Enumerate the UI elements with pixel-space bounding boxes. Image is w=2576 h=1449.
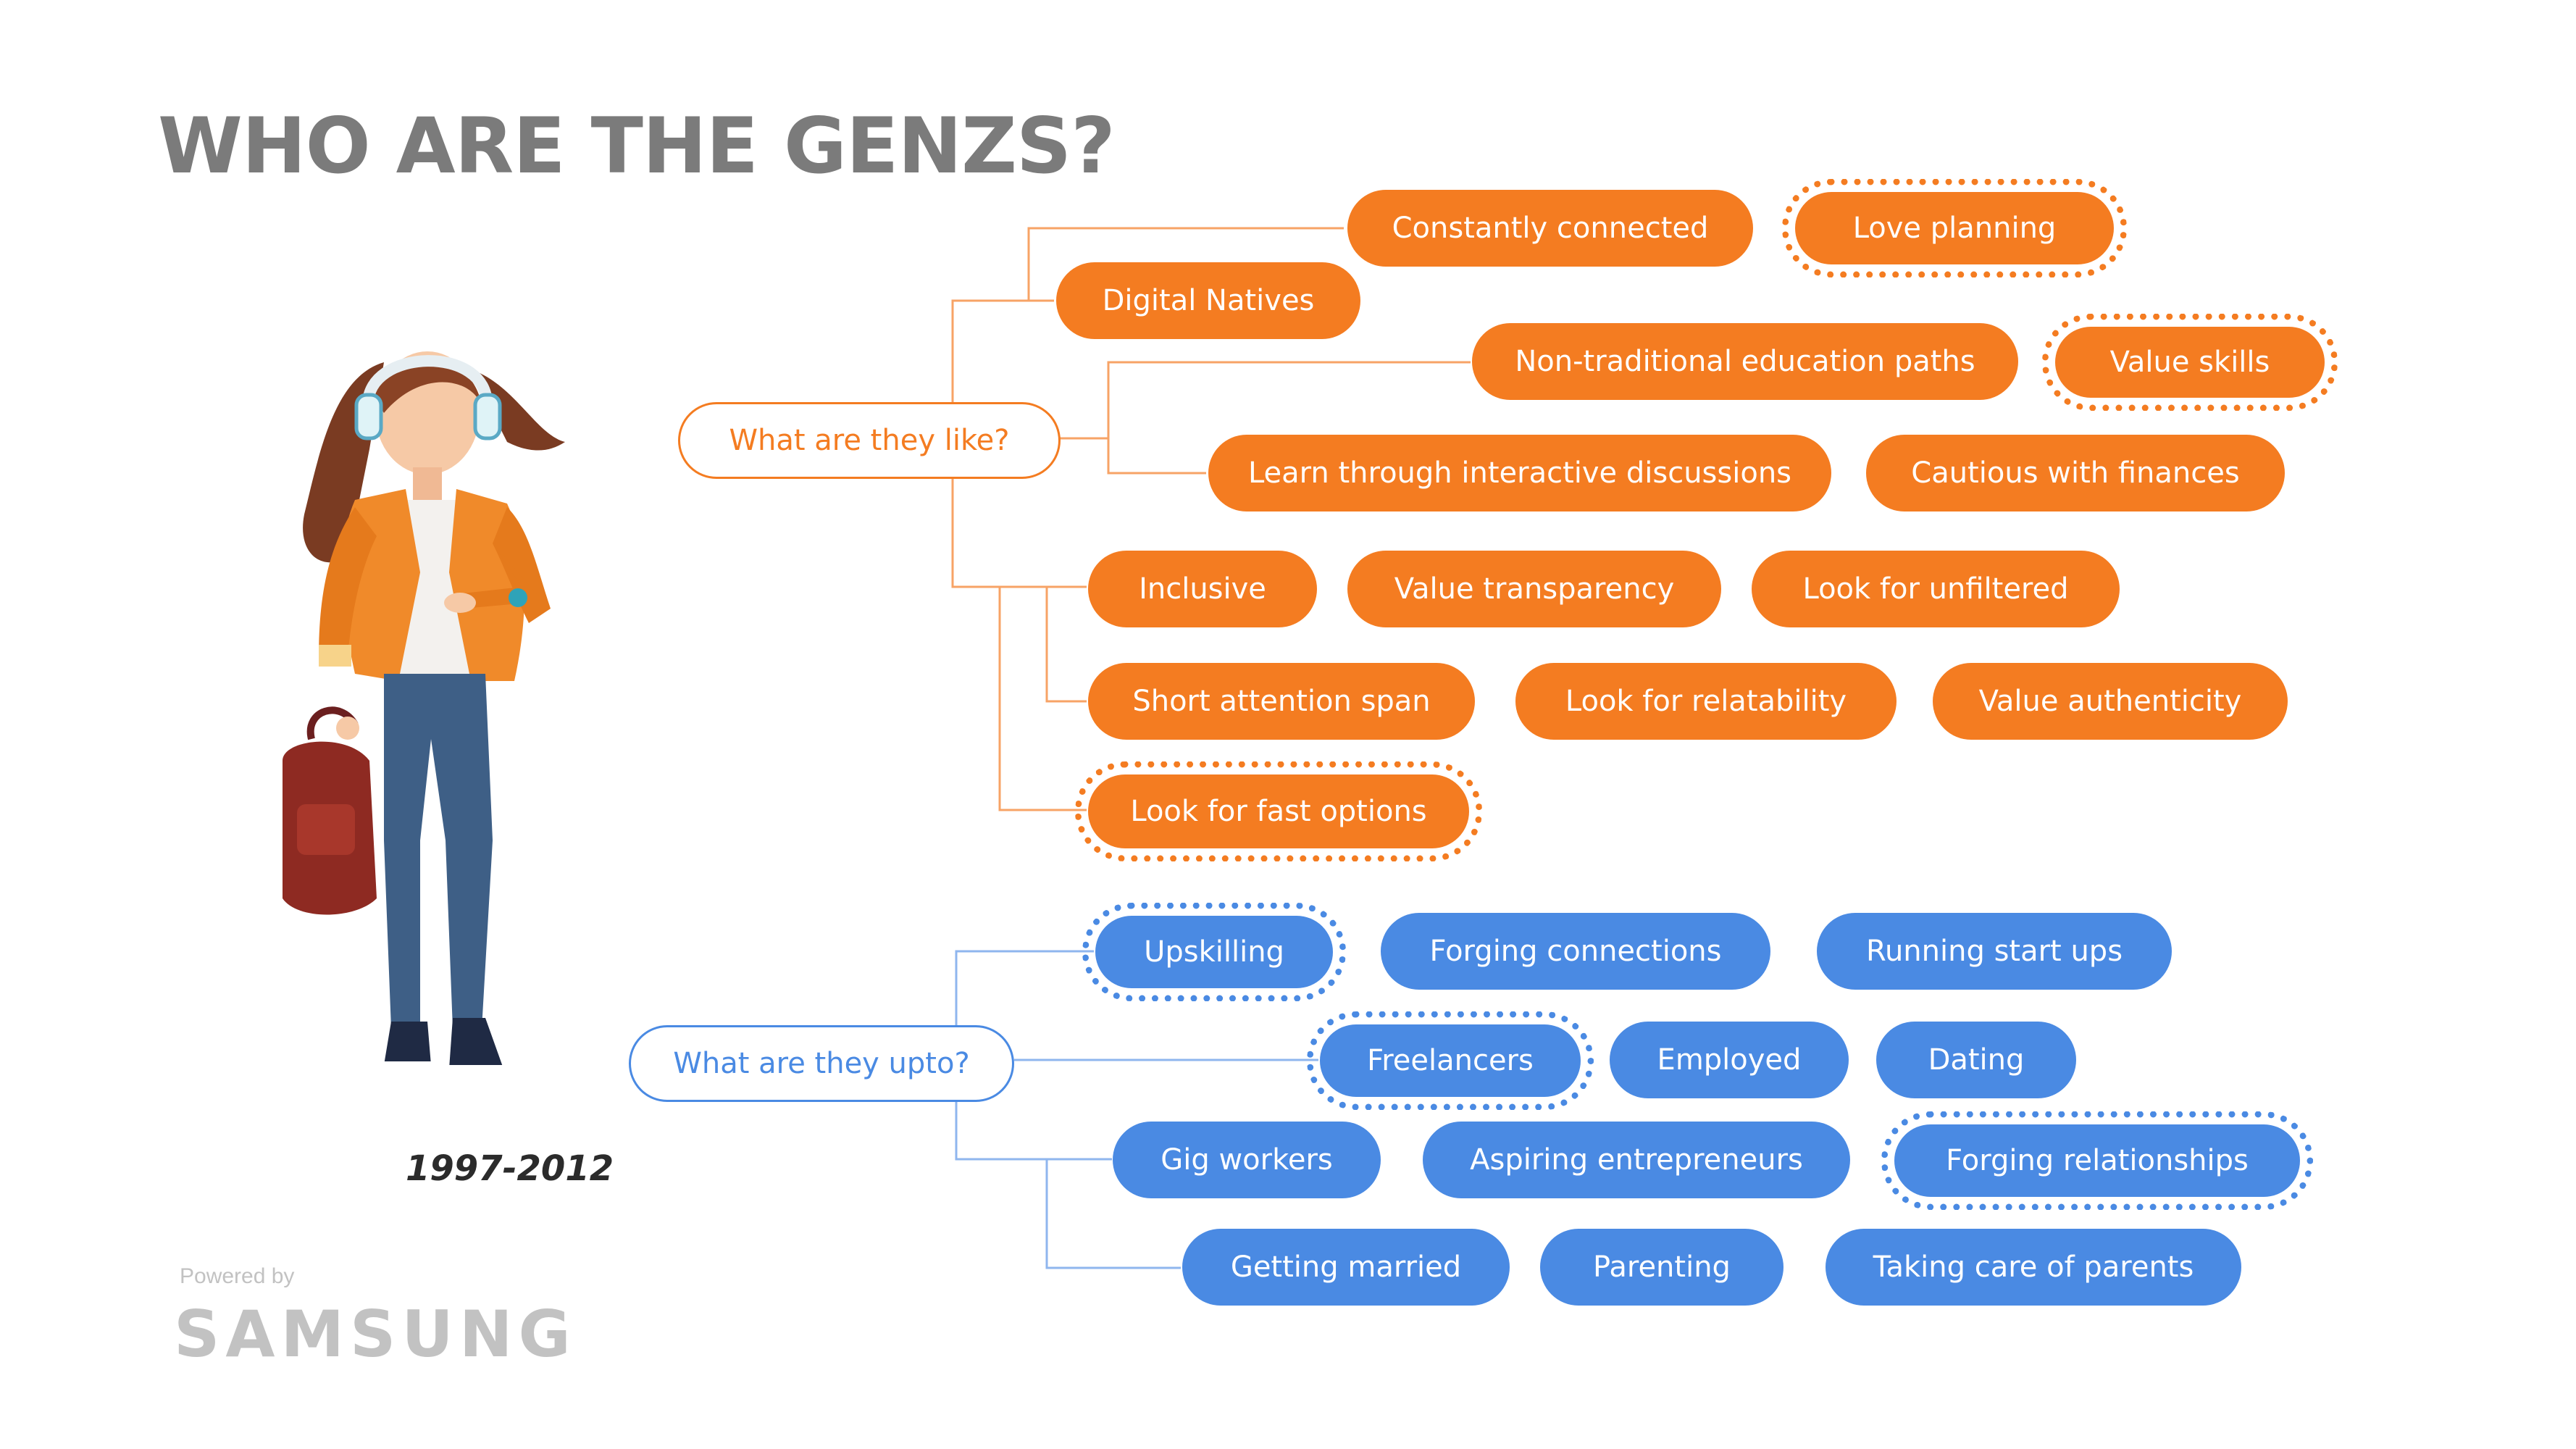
powered-by-label: Powered by [180, 1264, 295, 1288]
trait-pill: Value transparency [1347, 551, 1721, 627]
activity-pill: Taking care of parents [1826, 1229, 2241, 1306]
trait-pill: Non-traditional education paths [1472, 323, 2018, 400]
trait-pill: Inclusive [1088, 551, 1317, 627]
activity-pill: Dating [1876, 1022, 2076, 1098]
blue-connectors [955, 950, 1318, 1269]
activity-pill-highlighted: Forging relationships [1881, 1111, 2313, 1210]
trait-pill: Digital Natives [1056, 262, 1360, 339]
jeans-icon [384, 674, 493, 1029]
trait-pill: Learn through interactive discussions [1208, 435, 1831, 511]
birth-year-range: 1997-2012 [406, 1148, 614, 1189]
activity-pill: Employed [1610, 1022, 1849, 1098]
woman-illustration [283, 351, 565, 1074]
trait-pill-highlighted: Value skills [2042, 314, 2338, 411]
trait-pill-highlighted: Love planning [1782, 179, 2127, 277]
trait-pill: Short attention span [1088, 663, 1475, 740]
activity-pill-highlighted: Freelancers [1307, 1011, 1594, 1110]
hub-what-are-they-like: What are they like? [678, 402, 1061, 479]
trait-pill: Value authenticity [1933, 663, 2288, 740]
trait-pill-highlighted: Look for fast options [1075, 761, 1482, 861]
trait-pill: Cautious with finances [1866, 435, 2285, 511]
activity-pill: Gig workers [1113, 1122, 1381, 1198]
activity-pill: Running start ups [1817, 913, 2172, 990]
activity-pill: Aspiring entrepreneurs [1423, 1122, 1850, 1198]
activity-pill: Getting married [1182, 1229, 1510, 1306]
samsung-logo: SAMSUNG [174, 1297, 577, 1371]
activity-pill: Parenting [1540, 1229, 1783, 1306]
trait-pill: Look for relatability [1515, 663, 1897, 740]
page-title: WHO ARE THE GENZS? [158, 101, 1116, 191]
trait-pill: Look for unfiltered [1752, 551, 2120, 627]
trait-pill: Constantly connected [1347, 190, 1753, 267]
activity-pill: Forging connections [1381, 913, 1770, 990]
shoe-icon [384, 1022, 431, 1065]
hub-what-are-they-upto: What are they upto? [629, 1025, 1014, 1102]
headphones-icon [361, 355, 493, 406]
activity-pill-highlighted: Upskilling [1082, 903, 1346, 1001]
